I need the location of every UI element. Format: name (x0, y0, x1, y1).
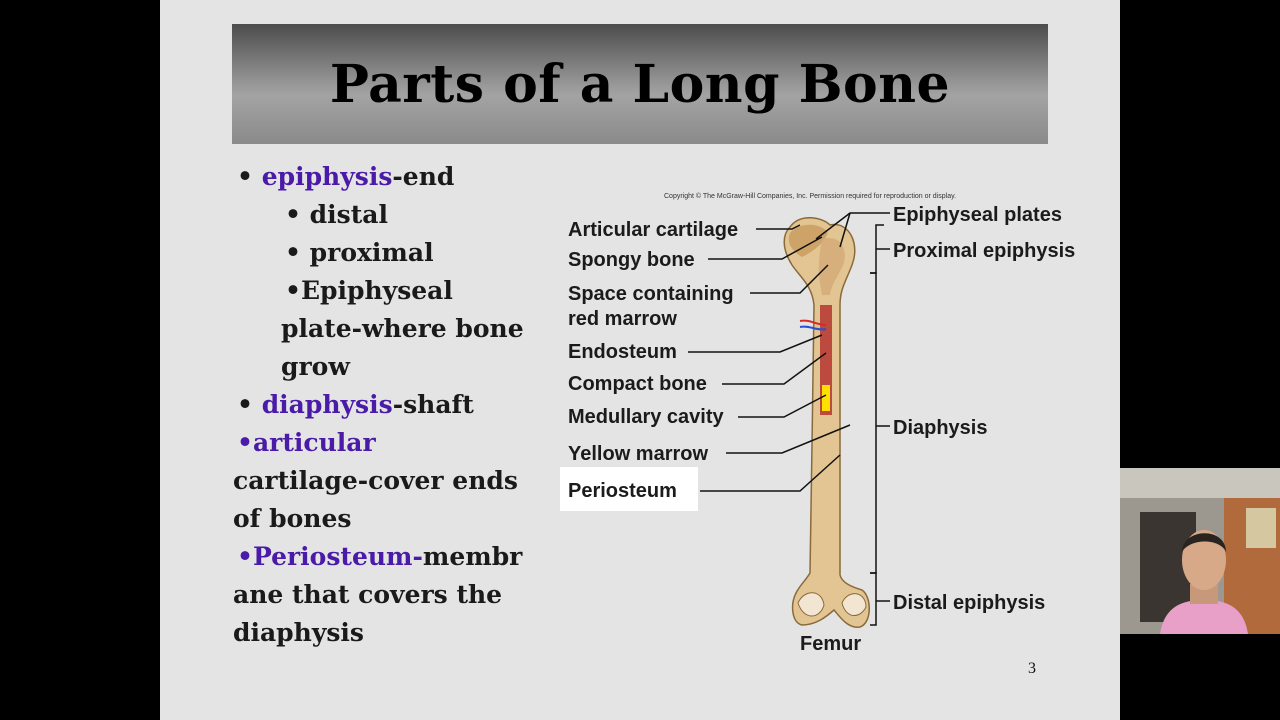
label-periosteum: Periosteum (568, 480, 677, 502)
bullet-list: • epiphysis-end • distal • proximal •Epi… (233, 158, 533, 652)
label-epiphyseal-plates: Epiphyseal plates (893, 204, 1062, 226)
keyword-epiphysis: epiphysis (261, 162, 393, 191)
page-number: 3 (1028, 660, 1036, 677)
bullet-proximal: • proximal (285, 238, 434, 267)
label-proximal-epiphysis: Proximal epiphysis (893, 240, 1075, 262)
left-leader-lines (688, 224, 851, 492)
keyword-periosteum: •Periosteum- (237, 542, 423, 571)
label-spongy-bone: Spongy bone (568, 249, 695, 271)
presenter-image (1120, 468, 1280, 634)
label-articular-cartilage: Articular cartilage (568, 219, 738, 241)
bullet-diaphysis: • diaphysis-shaft (233, 386, 533, 424)
slide: Parts of a Long Bone • epiphysis-end • d… (160, 0, 1120, 720)
slide-title: Parts of a Long Bone (329, 53, 951, 115)
bullet-text: membr (422, 542, 523, 571)
bullet-epiphyseal: •Epiphyseal (285, 276, 453, 305)
bullet-distal: • distal (285, 200, 388, 229)
label-medullary-cavity: Medullary cavity (568, 406, 725, 428)
bullet-cartilage-text: cartilage-cover ends (233, 466, 518, 495)
copyright-notice: Copyright © The McGraw-Hill Companies, I… (664, 192, 956, 200)
keyword-diaphysis: diaphysis (261, 390, 393, 419)
bullet-epiphysis: • epiphysis-end (233, 158, 533, 196)
label-endosteum: Endosteum (568, 341, 677, 363)
label-space-red-marrow-2: red marrow (568, 308, 677, 330)
bullet-plate-text: plate-where bone (281, 314, 524, 343)
femur-illustration (783, 217, 870, 628)
keyword-articular: •articular (237, 428, 376, 457)
label-space-red-marrow-1: Space containing (568, 283, 734, 305)
label-diaphysis: Diaphysis (893, 417, 987, 439)
label-yellow-marrow: Yellow marrow (568, 443, 708, 465)
femur-diagram: Copyright © The McGraw-Hill Companies, I… (560, 192, 1075, 655)
label-compact-bone: Compact bone (568, 373, 707, 395)
bullet-text: -shaft (392, 390, 474, 419)
label-femur-caption: Femur (800, 633, 861, 655)
label-distal-epiphysis: Distal epiphysis (893, 592, 1045, 614)
bullet-articular: •articular (233, 424, 533, 462)
bullet-text: -end (392, 162, 455, 191)
right-brackets (815, 212, 890, 626)
webcam-presenter-video (1120, 468, 1280, 634)
bullet-diaphysis-text: diaphysis (233, 618, 365, 647)
periosteum-highlight (560, 467, 698, 511)
bullet-marker: • (237, 390, 262, 419)
bullet-bones-text: of bones (233, 504, 352, 533)
bullet-grow-text: grow (281, 352, 350, 381)
bullet-marker: • (237, 162, 262, 191)
title-bar: Parts of a Long Bone (232, 24, 1048, 144)
bullet-periosteum: •Periosteum-membr (233, 538, 533, 576)
bullet-covers-text: ane that covers the (233, 580, 503, 609)
